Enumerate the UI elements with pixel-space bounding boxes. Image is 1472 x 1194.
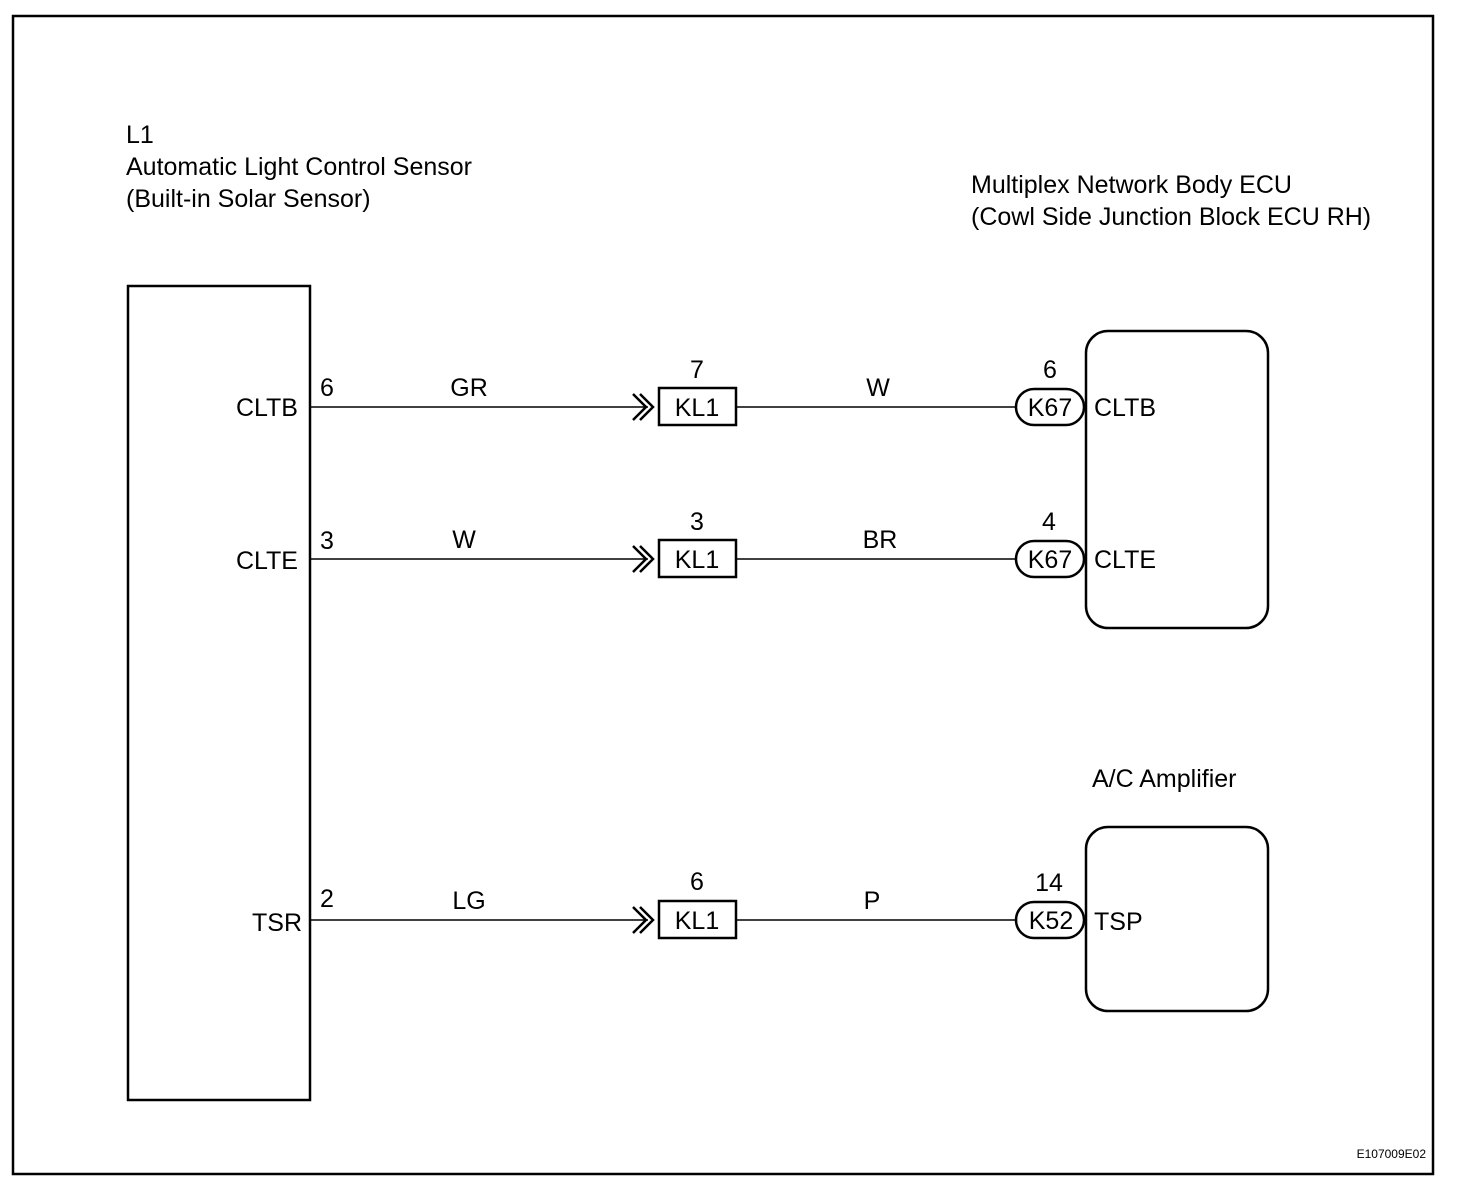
connector-chevron-icon	[632, 545, 655, 573]
ecu-terminal-cltb: CLTB	[1094, 394, 1156, 422]
sensor-box	[126, 284, 312, 1102]
wire-color-left: W	[452, 526, 476, 554]
ecu-connector-tag	[1014, 387, 1086, 427]
ecu-connector-label: K67	[1028, 546, 1072, 574]
sensor-terminal-clte: CLTE	[236, 547, 298, 575]
ecu-connector-tag	[1014, 539, 1086, 579]
sensor-code: L1	[126, 121, 154, 149]
sensor-pin-cltb: 6	[320, 374, 334, 402]
wire-color-right: BR	[863, 526, 898, 554]
wire-color-right: P	[864, 887, 881, 915]
junction-label: KL1	[675, 907, 719, 935]
amplifier-terminal-tsp: TSP	[1094, 908, 1143, 936]
wire-color-left: GR	[450, 374, 488, 402]
ecu-subtitle: (Cowl Side Junction Block ECU RH)	[971, 203, 1371, 231]
ecu-pin-cltb: 6	[1043, 356, 1057, 384]
junction-box	[657, 538, 738, 579]
wire-cltb	[310, 393, 1016, 421]
connector-chevron-icon	[632, 906, 655, 934]
junction-pin: 3	[690, 508, 704, 536]
wire-color-right: W	[866, 374, 890, 402]
wire-clte	[310, 545, 1016, 573]
sensor-pin-tsr: 2	[320, 885, 334, 913]
junction-pin: 6	[690, 868, 704, 896]
sensor-terminal-cltb: CLTB	[236, 394, 298, 422]
connector-chevron-icon	[632, 393, 655, 421]
ecu-pin-clte: 4	[1042, 508, 1056, 536]
amplifier-name: A/C Amplifier	[1092, 765, 1236, 793]
junction-label: KL1	[675, 394, 719, 422]
wire-tsr	[310, 906, 1016, 934]
sensor-pin-clte: 3	[320, 527, 334, 555]
junction-pin: 7	[690, 356, 704, 384]
amplifier-connector-label: K52	[1029, 907, 1073, 935]
junction-box	[657, 899, 738, 940]
junction-box	[657, 386, 738, 427]
junction-label: KL1	[675, 546, 719, 574]
amplifier-connector-tag	[1014, 900, 1086, 940]
amplifier-box	[1084, 825, 1270, 1013]
figure-id: E107009E02	[1357, 1147, 1427, 1161]
amplifier-pin-tsp: 14	[1035, 869, 1063, 897]
sensor-terminal-tsr: TSR	[252, 909, 302, 937]
sensor-name: Automatic Light Control Sensor	[126, 153, 472, 181]
ecu-terminal-clte: CLTE	[1094, 546, 1156, 574]
sensor-subtitle: (Built-in Solar Sensor)	[126, 185, 371, 213]
wire-color-left: LG	[452, 887, 485, 915]
ecu-connector-label: K67	[1028, 394, 1072, 422]
ecu-name: Multiplex Network Body ECU	[971, 171, 1292, 199]
ecu-box	[1084, 329, 1270, 630]
diagram-frame	[11, 14, 1435, 1176]
